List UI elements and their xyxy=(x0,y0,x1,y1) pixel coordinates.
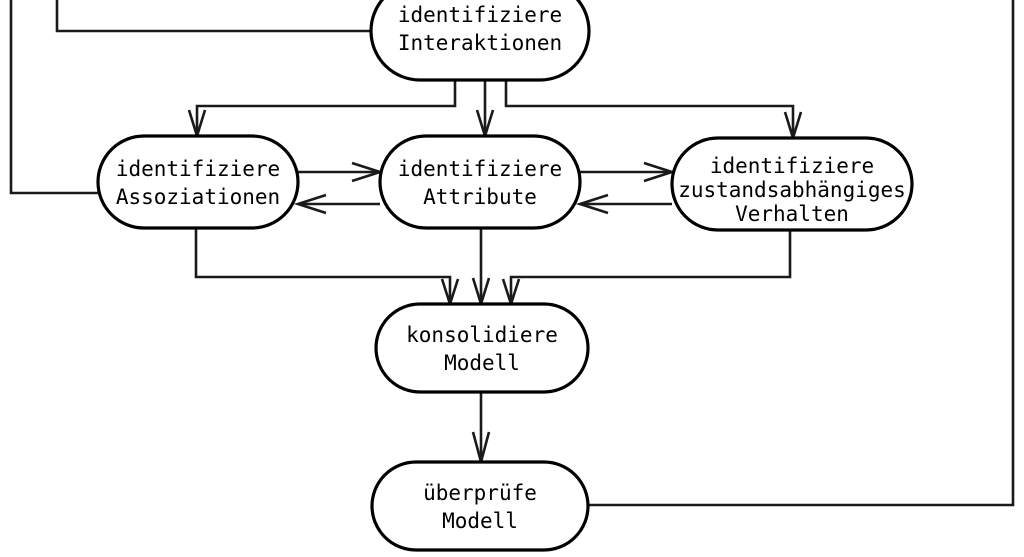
edge-ueberpruefe-feedback-right xyxy=(588,0,1015,507)
node-konsolidiere-modell[interactable]: konsolidiere Modell xyxy=(374,302,590,394)
node-label-verhalten-line3: Verhalten xyxy=(735,202,849,226)
node-shape-ueberpruefe xyxy=(370,460,590,552)
arrowhead-attribute-to-assoziationen xyxy=(293,193,327,215)
edge-verhalten-to-konsolidiere xyxy=(509,230,792,300)
edge-interaktionen-to-assoziationen xyxy=(195,80,457,134)
node-label-interaktionen-line2: Interaktionen xyxy=(398,31,562,55)
node-identifiziere-assoziationen[interactable]: identifiziere Assoziationen xyxy=(96,134,300,230)
node-shape-verhalten xyxy=(670,136,914,232)
node-ueberpruefe-modell[interactable]: überprüfe Modell xyxy=(370,460,590,552)
node-label-konsolidiere-line1: konsolidiere xyxy=(406,323,558,347)
node-label-attribute-line1: identifiziere xyxy=(398,157,562,181)
node-label-konsolidiere-line2: Modell xyxy=(444,351,520,375)
edge-offpage-to-interaktionen xyxy=(55,0,371,33)
edge-assoziationen-to-konsolidiere xyxy=(194,228,452,300)
arrowhead-verhalten-to-attribute xyxy=(575,193,609,215)
node-label-assoziationen-line1: identifiziere xyxy=(116,157,280,181)
edge-offpage-left-to-assoziationen xyxy=(9,0,98,195)
node-shape-interaktionen xyxy=(369,0,591,82)
node-shape-assoziationen xyxy=(96,134,300,230)
node-identifiziere-interaktionen[interactable]: identifiziere Interaktionen xyxy=(369,0,591,82)
node-label-attribute-line2: Attribute xyxy=(423,185,537,209)
node-label-ueberpruefe-line2: Modell xyxy=(442,509,518,533)
node-label-verhalten-line1: identifiziere xyxy=(710,154,874,178)
node-shape-konsolidiere xyxy=(374,302,590,394)
node-identifiziere-zustandsabhaengiges-verhalten[interactable]: identifiziere zustandsabhängiges Verhalt… xyxy=(670,136,914,232)
node-shape-attribute xyxy=(378,134,582,230)
node-label-verhalten-line2: zustandsabhängiges xyxy=(678,178,906,202)
node-identifiziere-attribute[interactable]: identifiziere Attribute xyxy=(378,134,582,230)
node-label-ueberpruefe-line1: überprüfe xyxy=(423,481,537,505)
node-label-interaktionen-line1: identifiziere xyxy=(398,3,562,27)
node-label-assoziationen-line2: Assoziationen xyxy=(116,185,280,209)
edge-interaktionen-to-verhalten xyxy=(504,80,795,136)
